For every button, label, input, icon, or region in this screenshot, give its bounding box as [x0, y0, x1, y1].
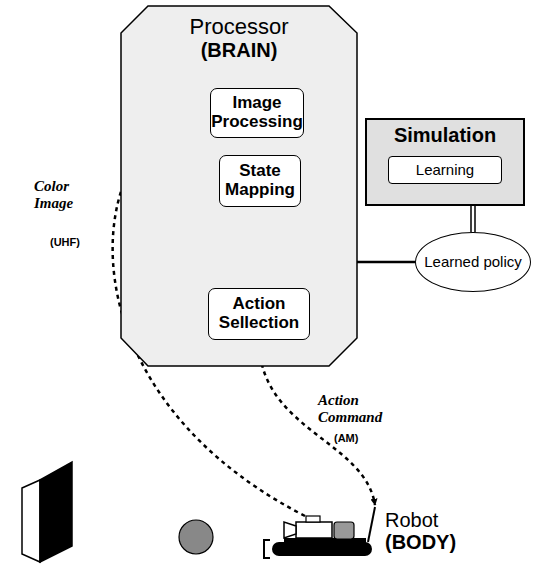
camera-lens: [284, 522, 296, 538]
wall-side: [22, 480, 40, 562]
edge-label: Action Command: [318, 392, 396, 427]
robot-unit: [334, 522, 354, 539]
channel-label: (UHF): [50, 236, 80, 248]
node-title: State Mapping: [225, 162, 295, 199]
policy-ellipse: Learned policy: [415, 232, 531, 292]
robot-antenna: [368, 507, 375, 542]
node-title: Processor: [189, 15, 288, 39]
node-subtitle: (BODY): [385, 531, 456, 553]
node-title: Learning: [416, 162, 474, 179]
camera-body: [296, 522, 332, 538]
robot-bumper: [264, 540, 270, 558]
node-subtitle: (BRAIN): [201, 39, 278, 61]
camera-top: [306, 516, 320, 522]
channel-label: (AM): [334, 432, 358, 444]
edge-label: Color Image: [34, 178, 90, 213]
node-title: Action Sellection: [215, 295, 303, 332]
process-box: Action Sellection: [208, 288, 310, 340]
node-title: Image Processing: [211, 94, 303, 131]
node-title: Learned policy: [424, 254, 522, 271]
process-box: Image Processing: [210, 88, 304, 138]
robot-body: Robot(BODY): [250, 500, 478, 562]
process-box: State Mapping: [219, 155, 301, 207]
processor-panel: Processor(BRAIN) Image ProcessingState Ma…: [120, 5, 358, 367]
processor-shape: [121, 6, 357, 366]
node-title: Simulation: [394, 124, 496, 146]
ball: [179, 520, 213, 554]
robot-tank: [272, 542, 372, 556]
learning-box: Learning: [388, 156, 502, 184]
robot-illustration: [250, 500, 380, 562]
wall-front: [40, 462, 72, 562]
simulation-box: SimulationLearning: [365, 118, 525, 206]
robot-deck: [284, 538, 366, 544]
node-title: Robot: [385, 509, 438, 531]
